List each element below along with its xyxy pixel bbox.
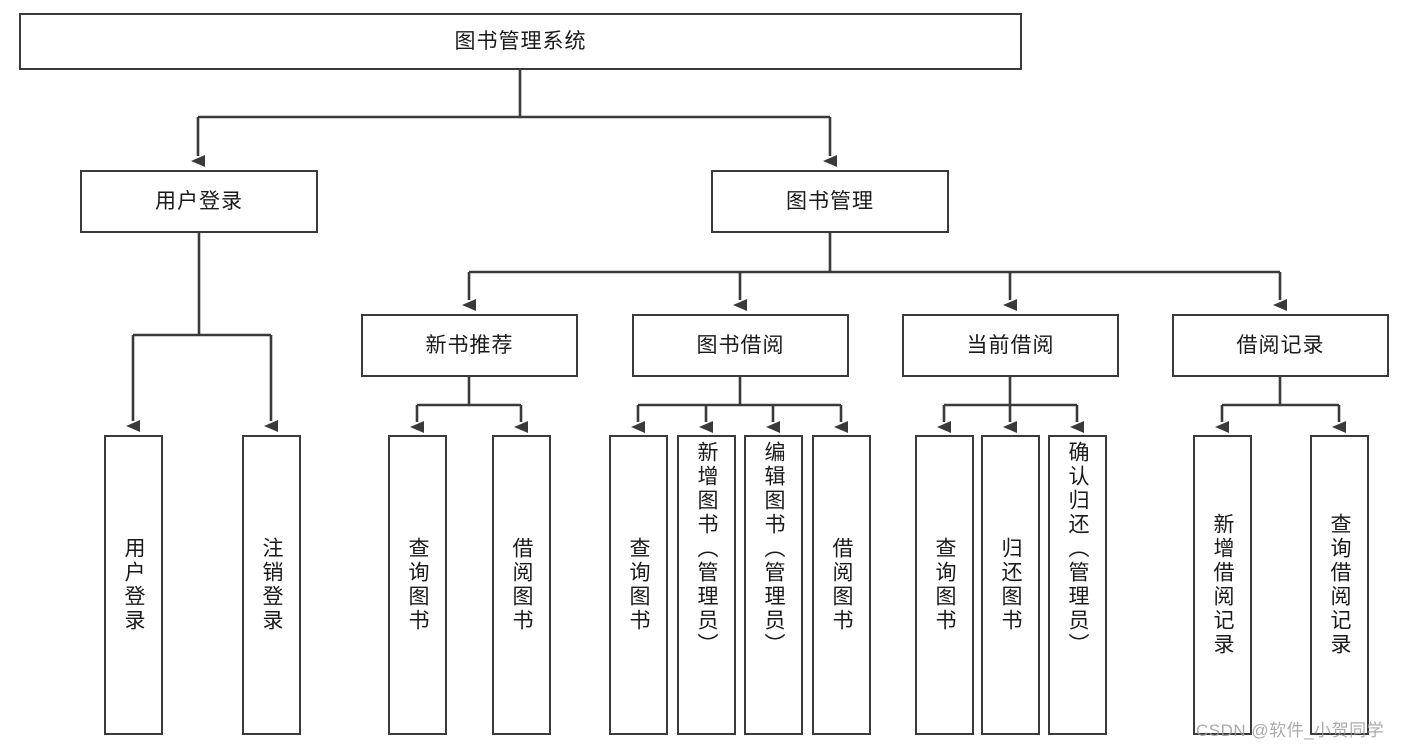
node-current-borrow[interactable]: 当前借阅	[902, 314, 1119, 377]
node-new-book-recommend-label: 新书推荐	[425, 333, 514, 357]
leaf-logout[interactable]: 注销登录	[242, 435, 301, 735]
watermark-text: CSDN @软件_小贺同学	[1196, 721, 1385, 740]
leaf-confirm-return-admin[interactable]: 确认归还（管理员）	[1048, 435, 1107, 735]
node-book-borrow-label: 图书借阅	[696, 333, 785, 357]
leaf-confirm-return-admin-label: 确认归还（管理员）	[1066, 441, 1089, 657]
leaf-query-book-bb[interactable]: 查询图书	[609, 435, 668, 735]
node-book-borrow[interactable]: 图书借阅	[632, 314, 849, 377]
leaf-query-book-cb-label: 查询图书	[933, 537, 956, 633]
leaf-user-login[interactable]: 用户登录	[104, 435, 163, 735]
leaf-borrow-book-bb-label: 借阅图书	[830, 537, 853, 633]
node-root-label: 图书管理系统	[454, 29, 587, 53]
node-user-login[interactable]: 用户登录	[80, 170, 318, 233]
leaf-add-book-admin-label: 新增图书（管理员）	[695, 441, 718, 657]
leaf-add-book-admin[interactable]: 新增图书（管理员）	[677, 435, 736, 735]
leaf-borrow-book-nb-label: 借阅图书	[510, 537, 533, 633]
leaf-borrow-book-bb[interactable]: 借阅图书	[812, 435, 871, 735]
leaf-query-book-bb-label: 查询图书	[627, 537, 650, 633]
watermark: CSDN @软件_小贺同学	[1196, 716, 1384, 741]
leaf-logout-label: 注销登录	[260, 537, 283, 633]
node-book-manage[interactable]: 图书管理	[711, 170, 949, 233]
leaf-borrow-book-nb[interactable]: 借阅图书	[492, 435, 551, 735]
leaf-query-book-nb-label: 查询图书	[406, 537, 429, 633]
leaf-return-book-label: 归还图书	[999, 537, 1022, 633]
node-book-manage-label: 图书管理	[786, 189, 874, 213]
leaf-query-book-nb[interactable]: 查询图书	[388, 435, 447, 735]
leaf-edit-book-admin[interactable]: 编辑图书（管理员）	[744, 435, 803, 735]
leaf-return-book[interactable]: 归还图书	[981, 435, 1040, 735]
leaf-query-borrow-record-label: 查询借阅记录	[1328, 513, 1351, 657]
leaf-add-borrow-record-label: 新增借阅记录	[1211, 513, 1234, 657]
node-new-book-recommend[interactable]: 新书推荐	[361, 314, 578, 377]
node-borrow-record-label: 借阅记录	[1236, 333, 1325, 357]
node-borrow-record[interactable]: 借阅记录	[1172, 314, 1389, 377]
leaf-add-borrow-record[interactable]: 新增借阅记录	[1193, 435, 1252, 735]
leaf-query-book-cb[interactable]: 查询图书	[915, 435, 974, 735]
leaf-edit-book-admin-label: 编辑图书（管理员）	[762, 441, 785, 657]
leaf-query-borrow-record[interactable]: 查询借阅记录	[1310, 435, 1369, 735]
node-root[interactable]: 图书管理系统	[19, 13, 1022, 70]
node-user-login-label: 用户登录	[155, 189, 243, 213]
node-current-borrow-label: 当前借阅	[966, 333, 1055, 357]
leaf-user-login-label: 用户登录	[122, 537, 145, 633]
